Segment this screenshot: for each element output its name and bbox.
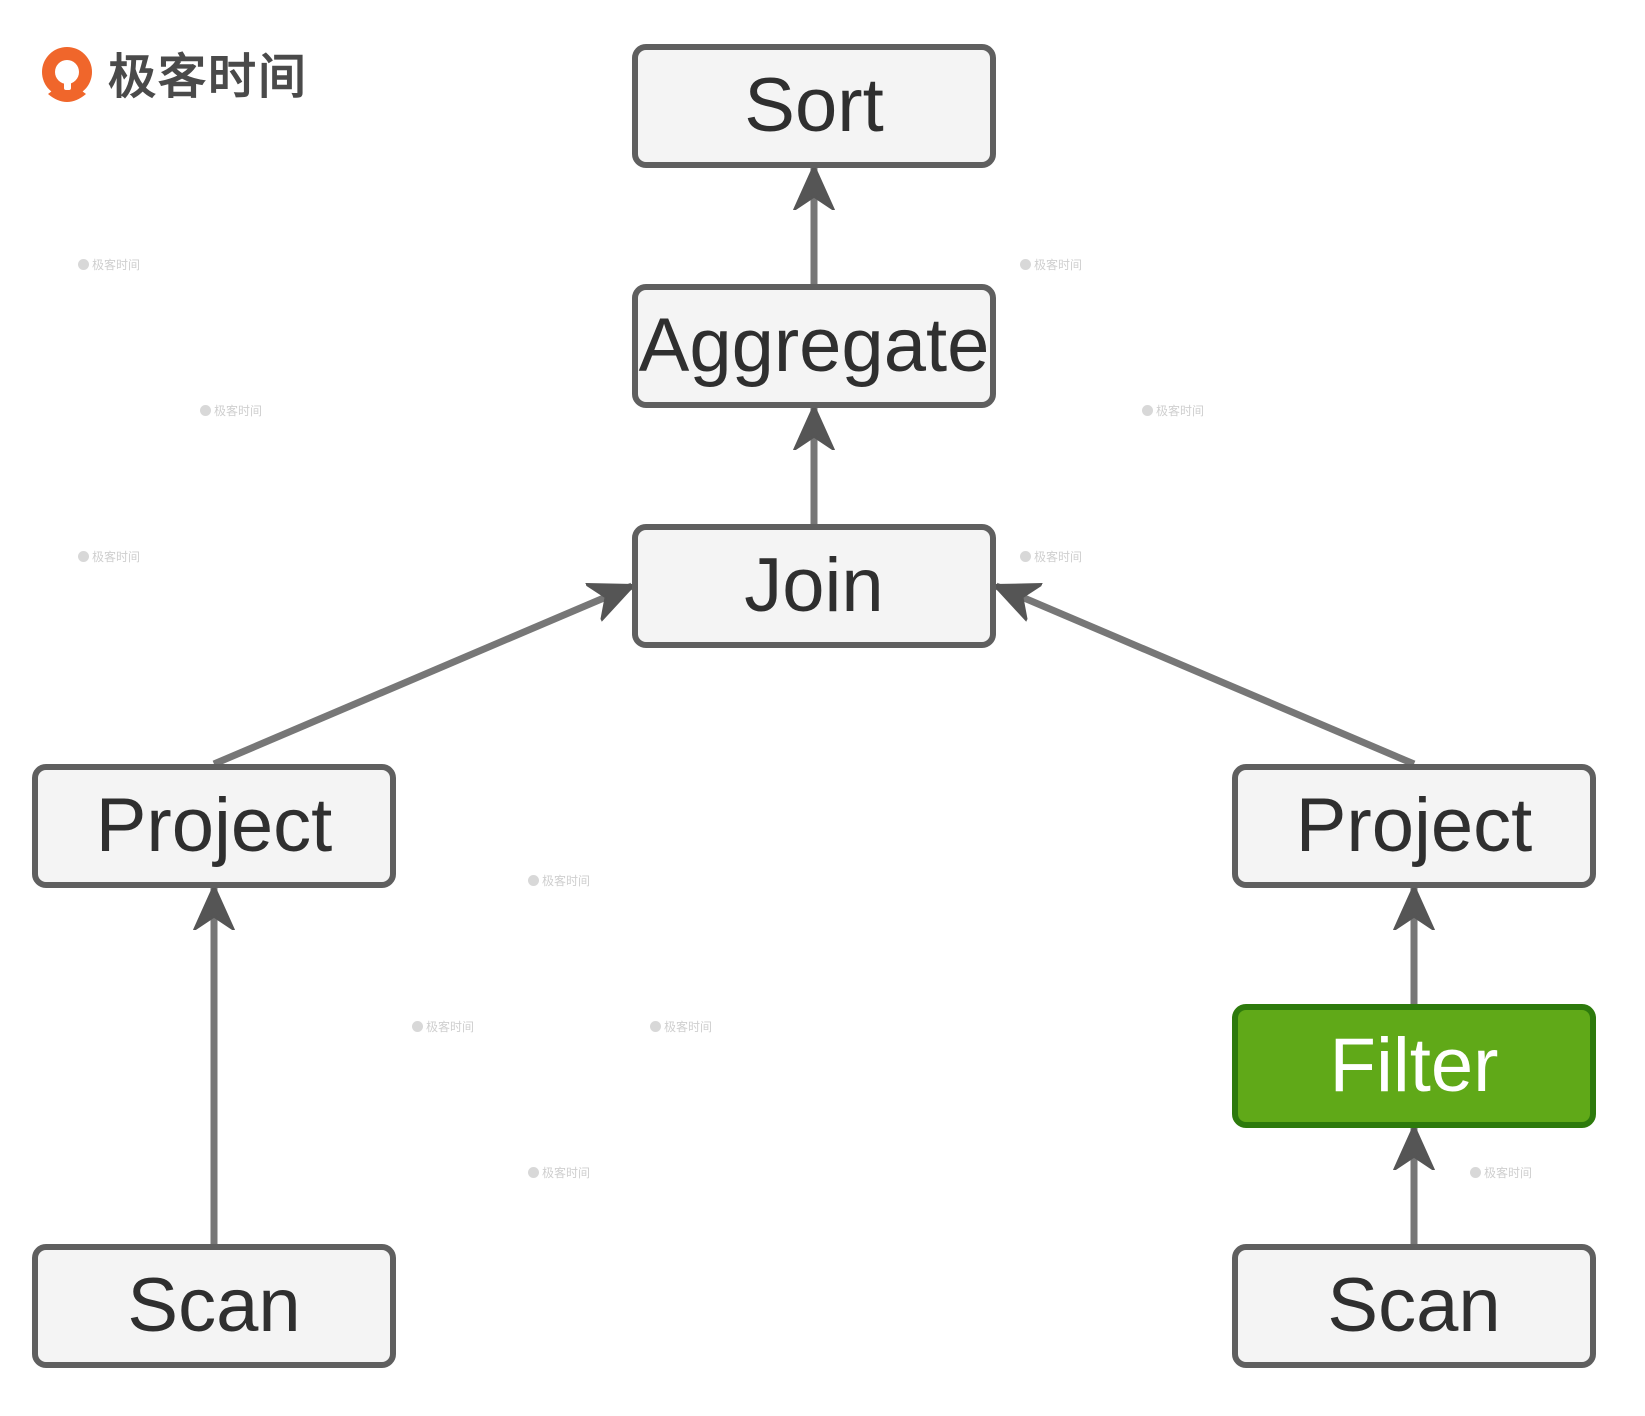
node-aggregate-label: Aggregate [638, 303, 990, 388]
node-filter-label: Filter [1329, 1023, 1499, 1108]
edge-project-left-to-join [212, 582, 632, 768]
node-aggregate: Aggregate [632, 284, 996, 408]
node-join-label: Join [744, 543, 884, 628]
logo-text: 极客时间 [108, 49, 309, 105]
edge-project-right-to-join [996, 582, 1416, 768]
node-filter: Filter [1232, 1004, 1596, 1128]
node-scan-left-label: Scan [127, 1263, 301, 1348]
node-sort-label: Sort [744, 63, 884, 148]
node-sort: Sort [632, 44, 996, 168]
brand-logo: 极客时间 [38, 44, 308, 110]
geektime-logo-icon [42, 47, 92, 102]
node-scan-right-label: Scan [1327, 1263, 1501, 1348]
node-scan-right: Scan [1232, 1244, 1596, 1368]
node-join: Join [632, 524, 996, 648]
node-scan-left: Scan [32, 1244, 396, 1368]
node-project-left: Project [32, 764, 396, 888]
node-project-right-label: Project [1295, 783, 1533, 868]
node-project-left-label: Project [95, 783, 333, 868]
node-project-right: Project [1232, 764, 1596, 888]
